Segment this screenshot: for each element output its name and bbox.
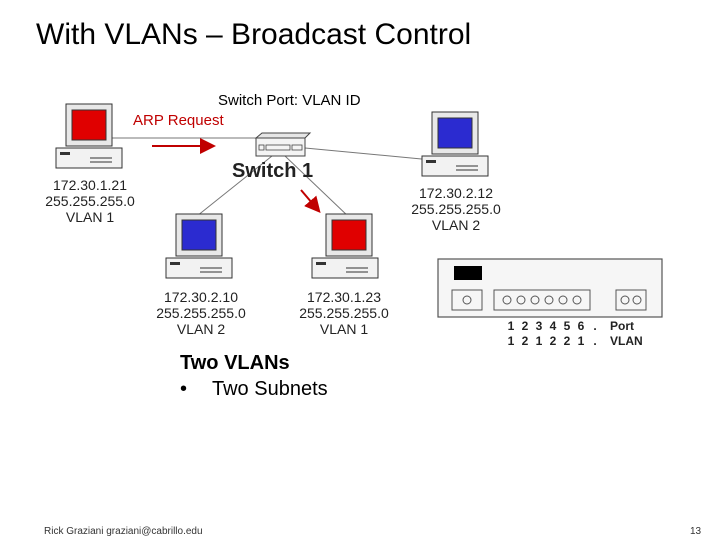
- computer-icon-host-2: [421, 111, 489, 177]
- host-mask: 255.255.255.0: [299, 305, 389, 321]
- port-number: .: [593, 319, 597, 333]
- host-mask: 255.255.255.0: [45, 193, 135, 209]
- computer-icon-host-3: [165, 213, 233, 279]
- host-mask: 255.255.255.0: [156, 305, 246, 321]
- computer-icon-host-4: [311, 213, 379, 279]
- bullet-icon: •: [180, 378, 188, 400]
- vlan-id: 1: [535, 334, 543, 348]
- link-switch-host4: [284, 155, 351, 219]
- switch-panel-icon: [437, 258, 663, 318]
- computer-icon-host-1: [55, 103, 123, 169]
- vlan-id: 1: [507, 334, 515, 348]
- host-vlan: VLAN 2: [431, 217, 481, 233]
- link-switch-host2: [304, 147, 433, 161]
- switch-name-label: Switch 1: [232, 160, 314, 182]
- host-info-3: 172.30.2.10 255.255.255.0 VLAN 2: [151, 289, 251, 337]
- host-vlan: VLAN 2: [176, 321, 226, 337]
- network-links: [110, 137, 433, 221]
- switch-icon: [254, 132, 312, 157]
- host-info-1: 172.30.1.21 255.255.255.0 VLAN 1: [40, 177, 140, 225]
- vlan-id: .: [593, 334, 597, 348]
- port-row-label: Port: [610, 319, 634, 333]
- host-info-4: 172.30.1.23 255.255.255.0 VLAN 1: [294, 289, 394, 337]
- host-ip: 172.30.1.21: [53, 177, 127, 193]
- port-number: 5: [563, 319, 571, 333]
- bullet-item: • Two Subnets: [180, 378, 328, 401]
- host-ip: 172.30.1.23: [307, 289, 381, 305]
- vlan-id: 1: [577, 334, 585, 348]
- bullet-item-text: Two Subnets: [212, 378, 328, 400]
- port-number: 4: [549, 319, 557, 333]
- link-switch-host3: [191, 155, 273, 221]
- port-number: 1: [507, 319, 515, 333]
- vlan-id: 2: [549, 334, 557, 348]
- arp-arrow-2: [300, 189, 321, 214]
- host-mask: 255.255.255.0: [411, 201, 501, 217]
- footer-author: Rick Graziani graziani@cabrillo.edu: [44, 526, 203, 537]
- port-number: 2: [521, 319, 529, 333]
- host-ip: 172.30.2.12: [419, 185, 493, 201]
- host-vlan: VLAN 1: [65, 209, 115, 225]
- slide-title: With VLANs – Broadcast Control: [36, 18, 472, 51]
- page-number: 13: [690, 526, 702, 537]
- host-info-2: 172.30.2.12 255.255.255.0 VLAN 2: [406, 185, 506, 233]
- port-number: 3: [535, 319, 543, 333]
- port-number: 6: [577, 319, 585, 333]
- switch-port-heading: Switch Port: VLAN ID: [218, 92, 361, 109]
- vlan-row-label: VLAN: [610, 334, 643, 348]
- host-vlan: VLAN 1: [319, 321, 369, 337]
- vlan-id: 2: [521, 334, 529, 348]
- bullet-heading: Two VLANs: [180, 352, 290, 374]
- vlan-id: 2: [563, 334, 571, 348]
- arp-request-label: ARP Request: [133, 112, 224, 129]
- host-ip: 172.30.2.10: [164, 289, 238, 305]
